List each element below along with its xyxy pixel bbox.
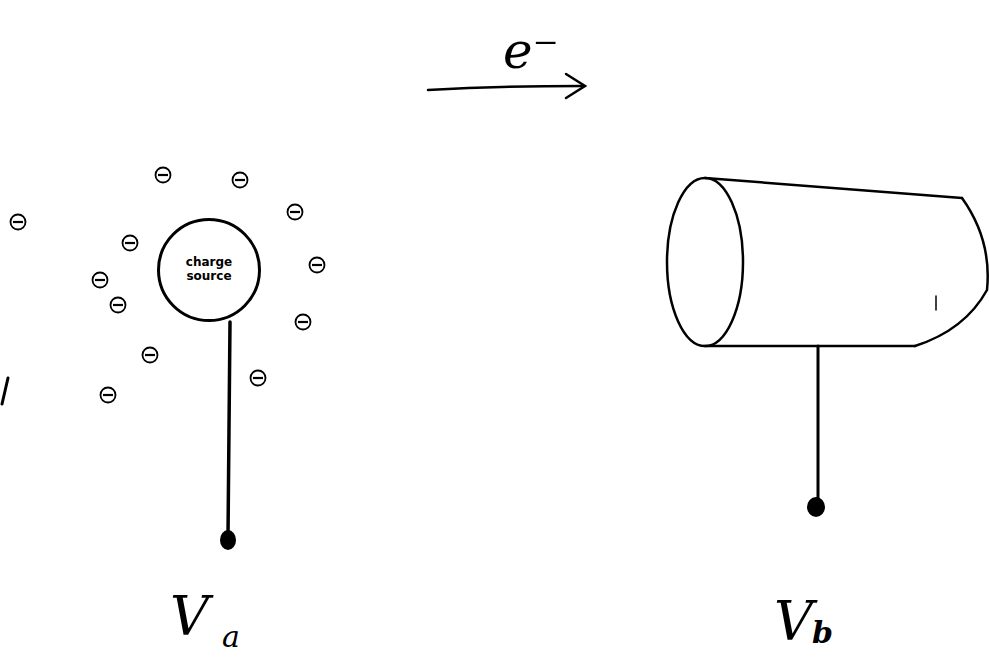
negative-charge — [310, 258, 325, 273]
cup-top — [705, 178, 962, 198]
subscript-label: b — [812, 618, 833, 648]
negative-charge — [296, 315, 311, 330]
subscript-label: a — [222, 622, 240, 652]
charge-source-circle: charge source — [157, 218, 261, 322]
flow-arrow — [428, 86, 582, 90]
negative-charge — [233, 173, 248, 188]
stem-wire — [817, 346, 820, 503]
edge-stroke — [2, 378, 8, 404]
negative-charge — [251, 371, 266, 386]
stem-wire — [228, 322, 230, 536]
negative-charge — [11, 215, 26, 230]
terminal-dot — [220, 530, 236, 550]
voltage-label: V — [170, 590, 209, 644]
negative-charge — [123, 236, 138, 251]
arrow-head — [566, 74, 585, 98]
terminal-dot — [807, 497, 825, 517]
negative-charge — [101, 388, 116, 403]
electron-label: e⁻ — [503, 26, 559, 76]
negative-charge — [93, 273, 108, 288]
negative-charge — [156, 168, 171, 183]
negative-charge — [288, 205, 303, 220]
cup-end — [915, 198, 988, 346]
cup-mark — [935, 296, 937, 310]
charge-symbols — [11, 168, 325, 403]
cup-opening — [667, 178, 743, 346]
node-label: charge source — [176, 256, 242, 284]
voltage-label: V — [774, 595, 813, 649]
cup-bottom — [705, 345, 915, 348]
negative-charge — [111, 298, 126, 313]
negative-charge — [143, 348, 158, 363]
